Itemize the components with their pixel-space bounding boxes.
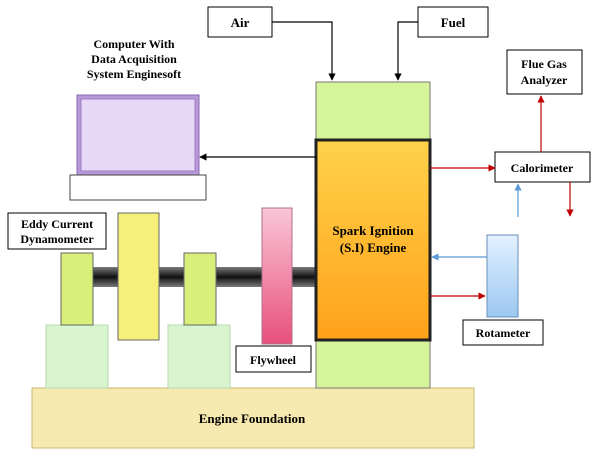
- computer-label-line3: System Enginesoft: [87, 67, 181, 81]
- computer-base: [69, 174, 207, 201]
- si-engine: [314, 138, 432, 342]
- calorimeter-label: Calorimeter: [511, 161, 574, 175]
- flue-gas-label-line1: Flue Gas: [521, 57, 567, 71]
- rotameter-label: Rotameter: [476, 326, 531, 340]
- coupling-pedestal: [167, 324, 231, 389]
- fuel-label: Fuel: [441, 15, 466, 30]
- rotameter: [486, 234, 519, 318]
- engine-bottom-mount: [315, 339, 431, 389]
- dynamometer-pedestal: [45, 324, 109, 389]
- dynamometer-label-line2: Dynamometer: [20, 232, 94, 246]
- monitor-screen: [80, 98, 196, 172]
- computer-label-line1: Computer With: [93, 37, 174, 51]
- air-inlet-arrow: [272, 21, 336, 81]
- engine-label-line2: (S.I) Engine: [340, 240, 407, 255]
- dynamometer-label-box: [7, 212, 107, 250]
- flue-gas-analyzer-box: [506, 49, 583, 95]
- fuel-inlet-arrow: [394, 21, 418, 81]
- flywheel-label: Flywheel: [250, 353, 297, 367]
- engine-top-mount: [315, 81, 431, 141]
- foundation-label: Engine Foundation: [199, 411, 306, 426]
- rotameter-label-box: [462, 319, 544, 346]
- coupling-block: [183, 252, 217, 326]
- calorimeter-box: [494, 151, 591, 183]
- air-label: Air: [231, 15, 250, 30]
- fuel-box: [417, 6, 489, 38]
- yellow-coupling-block: [117, 212, 160, 341]
- engine-foundation: [31, 387, 475, 449]
- engine-label-line1: Spark Ignition: [332, 223, 414, 238]
- dynamometer-label-line1: Eddy Current: [21, 217, 93, 231]
- flywheel: [261, 207, 293, 345]
- computer-label-line2: Data Acquisition: [91, 52, 177, 66]
- flue-gas-label-line2: Analyzer: [521, 73, 568, 87]
- dynamometer-block: [60, 252, 94, 326]
- flywheel-label-box: [235, 345, 312, 373]
